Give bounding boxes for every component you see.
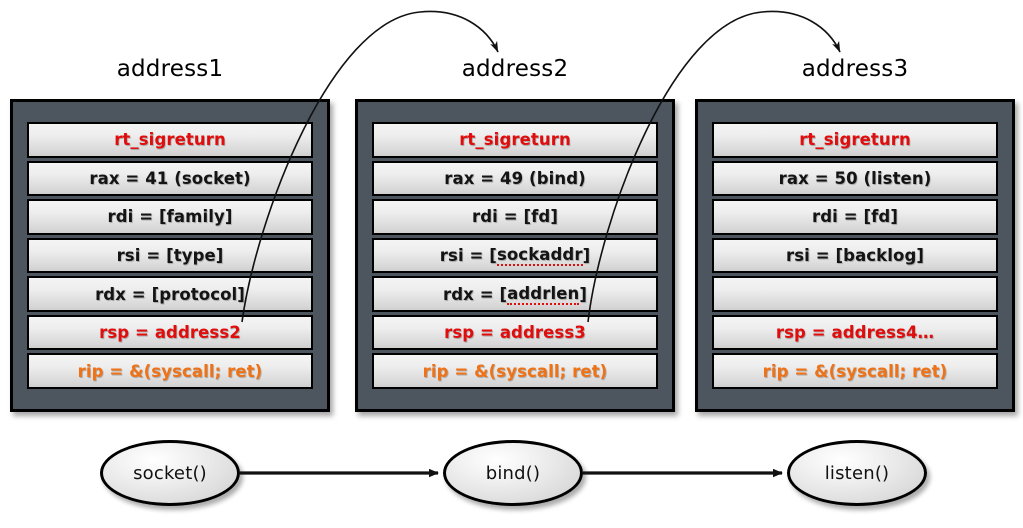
row-rdx: rdx = [protocol] xyxy=(27,276,313,312)
row-rsp: rsp = address3 xyxy=(372,314,658,351)
row-rax: rax = 50 (listen) xyxy=(712,160,998,197)
flow-node-bind: bind() xyxy=(443,440,583,506)
spellcheck-word-sockaddr: sockaddr xyxy=(496,245,583,267)
row-rsp: rsp = address4… xyxy=(712,314,998,351)
row-rip: rip = &(syscall; ret) xyxy=(712,353,998,390)
flow-node-label: listen() xyxy=(824,462,890,484)
flow-node-label: socket() xyxy=(133,462,207,484)
row-rsp: rsp = address2 xyxy=(27,314,313,351)
row-rip: rip = &(syscall; ret) xyxy=(372,353,658,390)
sigreturn-frame-address1: rt_sigreturn rax = 41 (socket) rdi = [fa… xyxy=(10,99,330,412)
row-rt-sigreturn: rt_sigreturn xyxy=(712,122,998,158)
column-label-address1: address1 xyxy=(116,56,224,82)
row-rdi: rdi = [fd] xyxy=(712,199,998,235)
row-rdi: rdi = [family] xyxy=(27,199,313,235)
row-rdi: rdi = [fd] xyxy=(372,199,658,235)
sigreturn-frame-address3: rt_sigreturn rax = 50 (listen) rdi = [fd… xyxy=(695,99,1015,412)
spellcheck-word-addrlen: addrlen xyxy=(507,283,580,305)
frame-rows-address1: rt_sigreturn rax = 41 (socket) rdi = [fa… xyxy=(27,122,313,390)
row-rt-sigreturn: rt_sigreturn xyxy=(27,122,313,158)
row-rip: rip = &(syscall; ret) xyxy=(27,353,313,390)
row-blank xyxy=(712,276,998,312)
sigreturn-frame-address2: rt_sigreturn rax = 49 (bind) rdi = [fd] … xyxy=(355,99,675,412)
flow-node-listen: listen() xyxy=(787,440,927,506)
row-rsi: rsi = [type] xyxy=(27,237,313,274)
flow-node-label: bind() xyxy=(485,462,541,484)
row-rt-sigreturn: rt_sigreturn xyxy=(372,122,658,158)
row-rsi: rsi = [sockaddr] xyxy=(372,237,658,274)
frame-rows-address3: rt_sigreturn rax = 50 (listen) rdi = [fd… xyxy=(712,122,998,390)
frame-rows-address2: rt_sigreturn rax = 49 (bind) rdi = [fd] … xyxy=(372,122,658,390)
row-rax: rax = 49 (bind) xyxy=(372,160,658,197)
column-label-address3: address3 xyxy=(801,56,909,82)
row-rdx: rdx = [addrlen] xyxy=(372,276,658,312)
row-rsi: rsi = [backlog] xyxy=(712,237,998,274)
column-label-address2: address2 xyxy=(461,56,569,82)
flow-node-socket: socket() xyxy=(100,440,240,506)
row-rax: rax = 41 (socket) xyxy=(27,160,313,197)
